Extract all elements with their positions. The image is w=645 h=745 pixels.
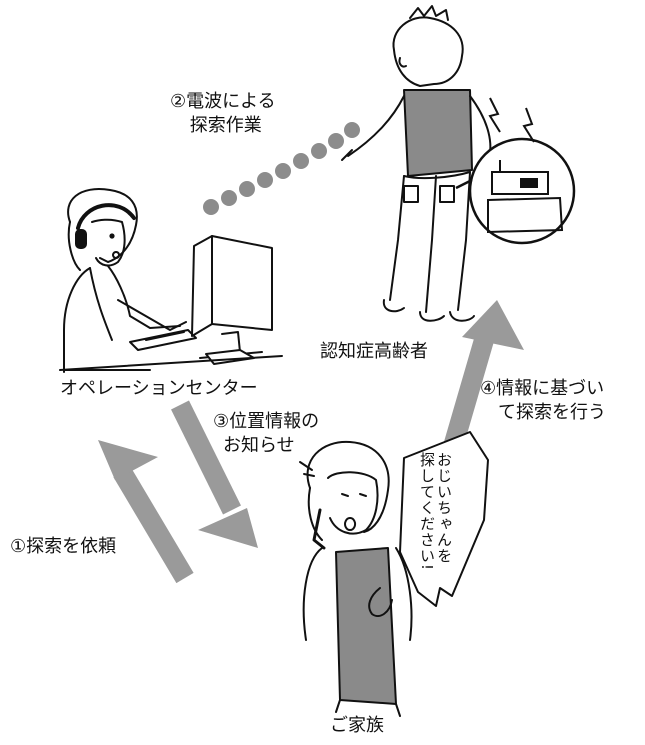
label-search-based-on-info: ④情報に基づい て探索を行う — [480, 377, 606, 425]
operator-illustration — [59, 188, 283, 373]
label-family: ご家族 — [330, 715, 384, 736]
label-operation-center: オペレーションセンター — [60, 378, 258, 399]
speech-bubble-text: おじいちゃんを 探してください! — [418, 452, 453, 592]
arrow-request-search — [98, 440, 194, 584]
label-location-notice: ③位置情報の お知らせ — [213, 410, 319, 458]
label-radio-search-line2: 探索作業 — [189, 115, 262, 136]
speech-bubble — [399, 431, 489, 607]
label-radio-search-line1: ②電波による — [170, 91, 276, 112]
location-device-inset — [455, 97, 576, 245]
elderly-person-illustration — [341, 5, 492, 322]
radio-wave-dots — [203, 122, 360, 215]
label-elderly: 認知症高齢者 — [320, 341, 428, 362]
arrow-location-notice — [171, 400, 258, 548]
label-request-search: ①探索を依頼 — [10, 536, 117, 557]
label-location-notice-line2: お知らせ — [223, 435, 295, 456]
label-search-based-on-info-line1: ④情報に基づい — [480, 378, 605, 399]
speech-bubble-col2: 探してください! — [418, 452, 436, 572]
label-radio-search: ②電波による 探索作業 — [170, 90, 276, 138]
family-member-illustration — [299, 440, 413, 717]
speech-bubble-col1: おじいちゃんを — [435, 452, 453, 564]
label-search-based-on-info-line2: て探索を行う — [498, 402, 606, 423]
arrow-search-based-on-info — [442, 300, 524, 453]
label-location-notice-line1: ③位置情報の — [213, 411, 320, 432]
